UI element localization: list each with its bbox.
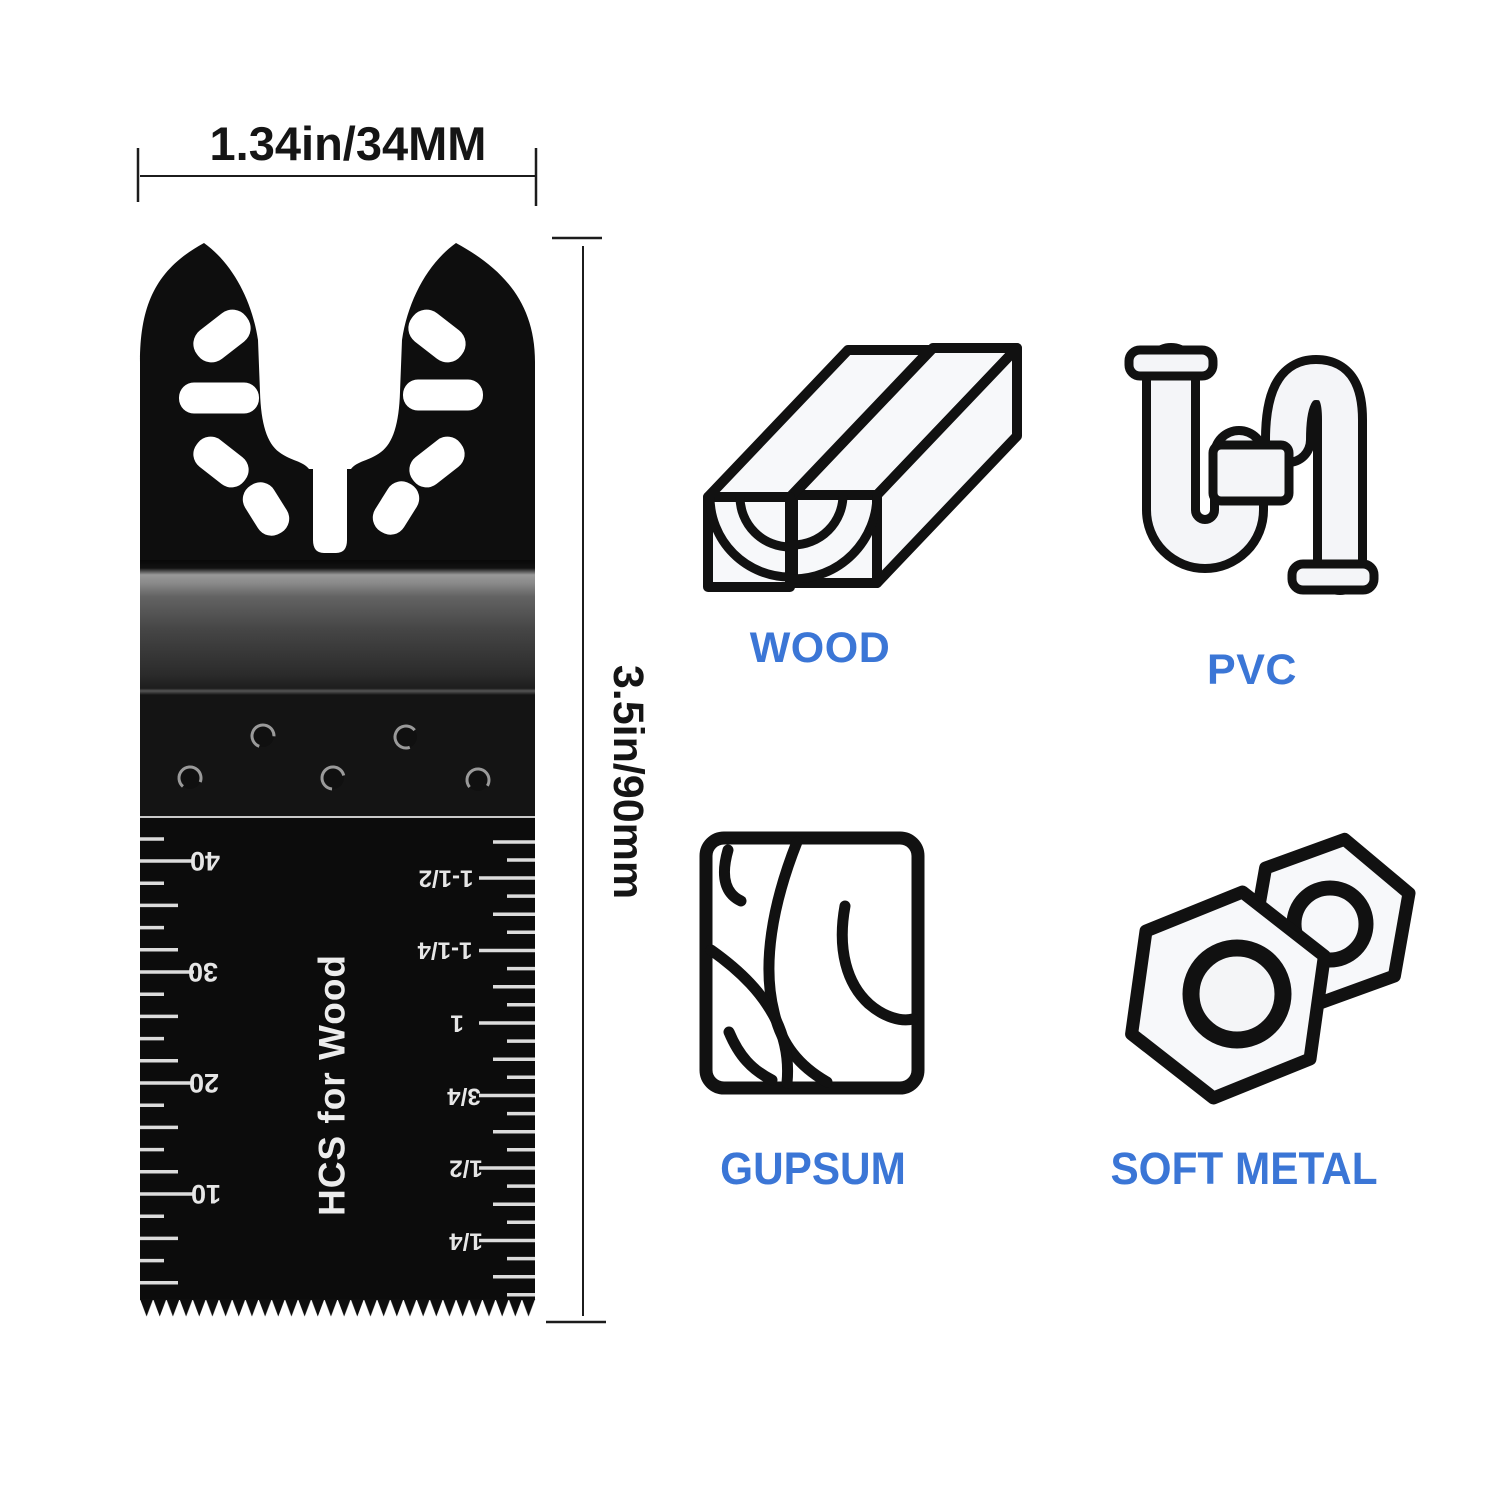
mm-ruler-labels: 40 30 20 10	[188, 846, 221, 1209]
mm-label-10: 10	[191, 1179, 221, 1209]
wood-beams-icon	[703, 343, 1022, 592]
pvc-pipe-icon	[1124, 343, 1379, 595]
material-label-gypsum: GUPSUM	[720, 1143, 906, 1194]
mm-label-20: 20	[189, 1068, 219, 1098]
blade-print-label: HCS for Wood	[312, 954, 353, 1216]
height-dimension-label: 3.5in/90mm	[604, 665, 652, 899]
inch-ruler-labels: 1-1/2 1-1/4 1 3/4 1/2 1/4	[417, 865, 483, 1255]
inch-label-1-1-4: 1-1/4	[417, 937, 472, 964]
width-dimension-label: 1.34in/34MM	[210, 117, 487, 170]
inch-label-1-4: 1/4	[449, 1228, 483, 1255]
inch-label-3-4: 3/4	[447, 1083, 481, 1110]
inch-ruler-ticks	[477, 840, 537, 1297]
rivet-band	[140, 695, 535, 817]
saw-teeth	[140, 1299, 536, 1317]
blade-illustration: 40 30 20 10 1-1/2 1-1/4 1 3/4 1/2 1/4 HC…	[138, 243, 537, 1317]
mm-label-30: 30	[188, 957, 218, 987]
inch-label-1: 1	[450, 1010, 463, 1037]
rivets	[177, 723, 491, 793]
blade-neck	[140, 560, 535, 695]
neck-highlight-line	[140, 816, 535, 819]
inch-label-1-2: 1/2	[449, 1155, 482, 1182]
material-label-pvc: PVC	[1207, 646, 1297, 694]
material-label-soft-metal: SOFT METAL	[1110, 1143, 1378, 1194]
inch-label-1-1-2: 1-1/2	[419, 865, 474, 892]
gypsum-board-icon	[699, 831, 925, 1095]
blade-body	[140, 818, 535, 1300]
arbor-slots	[179, 309, 483, 536]
mm-label-40: 40	[190, 846, 220, 876]
hex-nuts-icon	[1125, 832, 1416, 1105]
height-dimension	[546, 236, 606, 1324]
width-dimension	[136, 148, 538, 206]
material-label-wood: WOOD	[749, 624, 891, 672]
mm-ruler-ticks	[138, 837, 196, 1285]
